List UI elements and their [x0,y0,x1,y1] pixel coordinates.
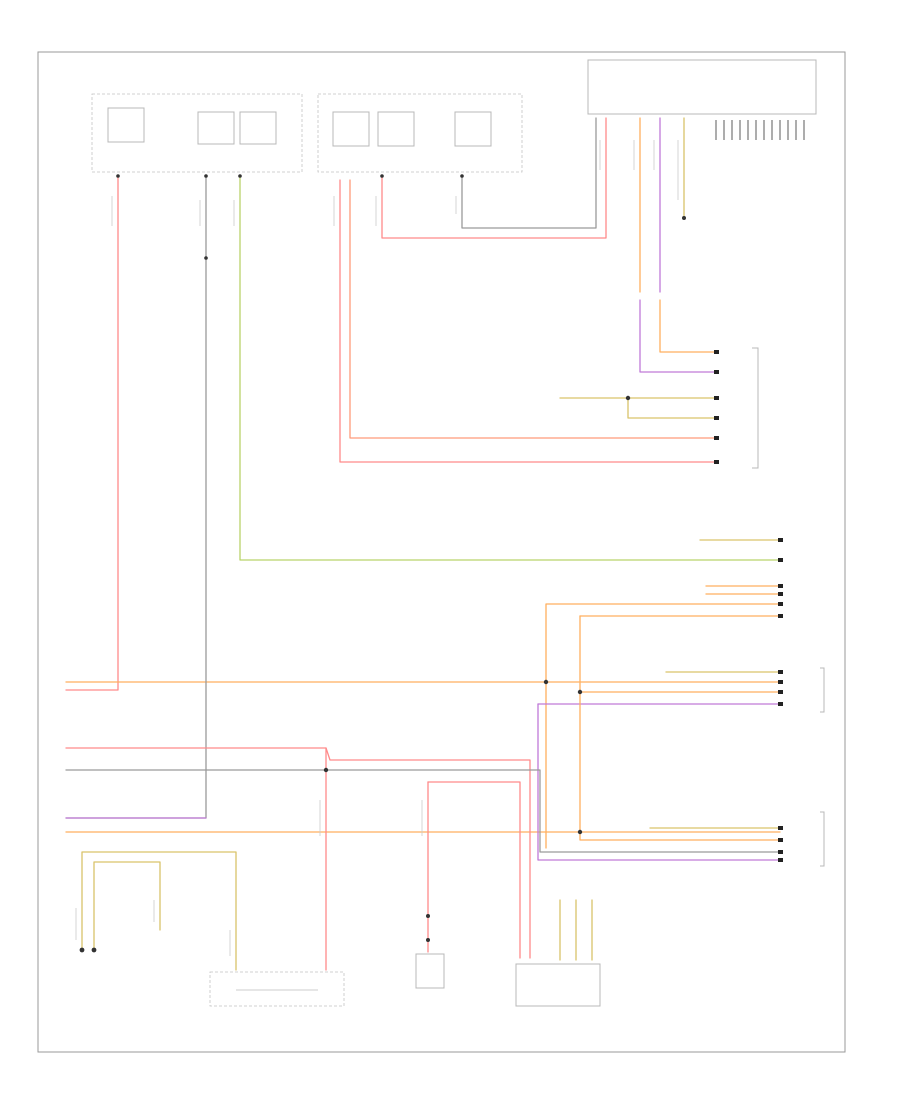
wire-code-marks [75,140,679,956]
wire-red-mid [65,747,531,959]
wire-yellow-cluster-2 [93,861,161,949]
wire-red-reverse [427,781,521,959]
combination-lamp-bracket [820,811,825,867]
fuse-left-1 [107,107,145,143]
splice-points [79,174,686,953]
wire-red-to-module [381,117,607,239]
tail-lamp-assembly [752,347,759,469]
fuse-panel-left-box [91,93,303,173]
wire-red-pair-2 [349,179,717,439]
brake-switch-box [209,971,345,1007]
wire-gray-mid [65,769,781,853]
wire-red-pair-1 [339,179,717,463]
wire-orange-branch-top [545,603,781,683]
reverse-switch-box [415,953,445,989]
page-border [37,51,846,1053]
wire-orange-lamp [659,299,717,353]
wire-gray-to-module [461,117,597,229]
control-module-top [587,59,817,140]
fuse-panel-right [317,93,523,173]
wire-orange-combo [579,691,781,841]
fuse-right-1 [332,111,370,147]
wire-green-yellow [239,175,781,561]
wire-red-left-trunk [65,175,119,691]
fuse-panel-left [91,93,303,173]
terminal-marks [714,350,783,862]
fuse-left-2 [197,111,235,145]
wire-violet-down [537,703,781,861]
wire-violet-lamp [639,299,717,373]
control-module-box [587,59,817,115]
fuse-right-3 [454,111,492,147]
tail-lamp-bracket [752,347,759,469]
wire-gray-left [65,175,207,819]
fuse-panel-right-box [317,93,523,173]
wire-yellow-cluster-1 [81,851,237,971]
control-module-pins [715,120,805,140]
rear-module-bracket [820,667,825,713]
wire-orange-c4 [579,615,781,693]
fuse-right-2 [377,111,415,147]
fuse-left-3 [239,111,277,145]
wire-yellow-lamp-2 [627,397,717,419]
instrument-panel-box [515,963,601,1007]
